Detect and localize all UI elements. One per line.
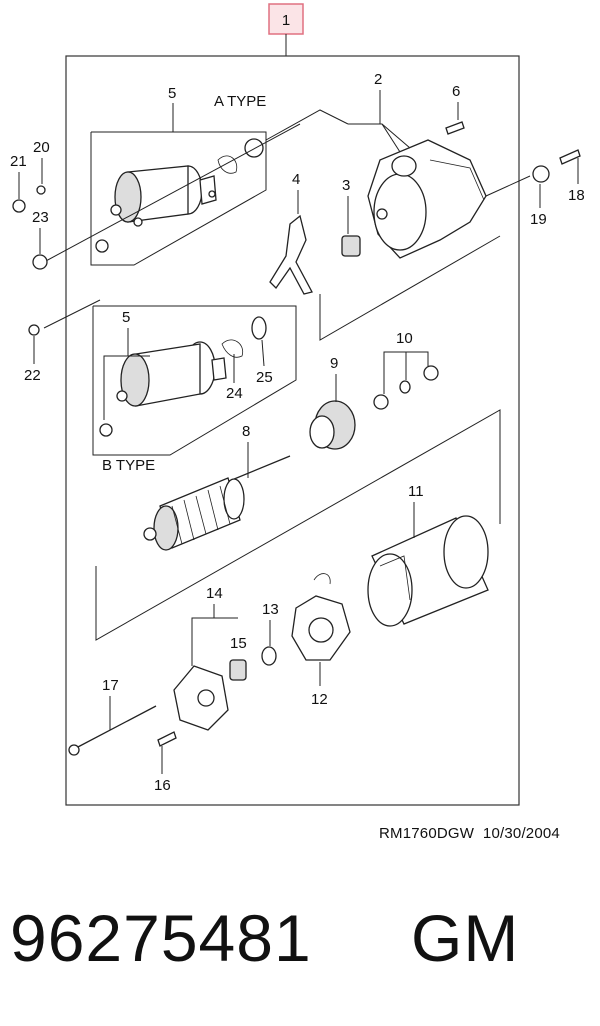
- starter-motor-exploded-diagram: 1 A TYPE 5 B TYPE: [10, 3, 585, 806]
- brush-holder-12: 12: [291, 573, 351, 708]
- callout-8: 8: [242, 423, 250, 440]
- callout-5a: 5: [168, 85, 176, 102]
- callout-15: 15: [230, 635, 247, 652]
- callout-12: 12: [311, 691, 328, 708]
- callout-13: 13: [262, 601, 279, 618]
- shift-lever: 4: [269, 171, 313, 295]
- yoke-11: 11: [367, 483, 489, 627]
- armature-8: 8: [95, 409, 501, 641]
- drawing-date: 10/30/2004: [482, 825, 560, 842]
- callout-24: 24: [226, 385, 243, 402]
- bolt-18-bushing-19: 19 18: [485, 149, 585, 228]
- drawing-caption: RM1760DGW 10/30/2004: [379, 825, 560, 842]
- b-type-group: B TYPE 5 24 25: [92, 305, 297, 474]
- callout-1: 1: [282, 12, 290, 29]
- callout-2: 2: [374, 71, 382, 88]
- screw-16: 16: [154, 731, 177, 794]
- callout-25: 25: [256, 369, 273, 386]
- callout-10: 10: [396, 330, 413, 347]
- callout-6: 6: [452, 83, 460, 100]
- solenoid-b: [99, 316, 267, 437]
- callout-19: 19: [530, 211, 547, 228]
- callout-16: 16: [154, 777, 171, 794]
- part-number: 96275481: [10, 901, 312, 975]
- pinion-9: 9: [309, 355, 356, 450]
- left-fasteners: 20 21 23 22: [10, 123, 301, 384]
- callout-4: 4: [292, 171, 300, 188]
- callout-21: 21: [10, 153, 27, 170]
- solenoid-a: [95, 138, 264, 253]
- end-frame-14: 14 15: [173, 585, 247, 731]
- stop-collar-10: 10: [373, 330, 439, 410]
- callout-3: 3: [342, 177, 350, 194]
- callout-17: 17: [102, 677, 119, 694]
- callout-20: 20: [33, 139, 50, 156]
- b-type-label: B TYPE: [102, 457, 155, 474]
- a-type-group: A TYPE 5: [90, 85, 349, 266]
- bolt-6: 6: [445, 83, 465, 135]
- callout-5b: 5: [122, 309, 130, 326]
- brand-label: GM: [411, 901, 520, 975]
- bearing-3: 3: [341, 177, 361, 257]
- callout-23: 23: [32, 209, 49, 226]
- callout-18: 18: [568, 187, 585, 204]
- through-bolt-17: 17: [68, 677, 157, 756]
- callout-9: 9: [330, 355, 338, 372]
- callout-14: 14: [206, 585, 223, 602]
- washer-13: 13: [261, 601, 279, 666]
- drawing-code: RM1760DGW: [379, 825, 475, 842]
- a-type-label: A TYPE: [214, 93, 266, 110]
- assembly-frame: [65, 55, 520, 806]
- callout-11: 11: [408, 483, 424, 500]
- drive-housing: 2: [319, 71, 501, 341]
- callout-22: 22: [24, 367, 41, 384]
